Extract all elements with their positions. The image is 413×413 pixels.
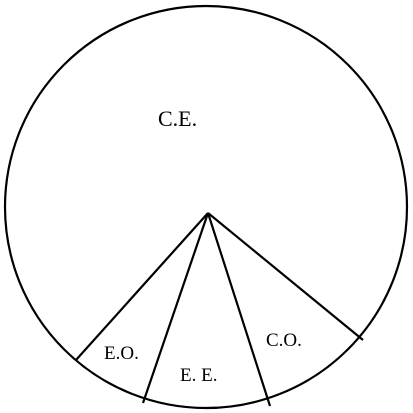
radius-line-eo-ee [141,212,210,404]
sector-label-co: C.O. [266,330,302,351]
radius-line-eo [75,212,209,361]
sector-label-eo: E.O. [104,343,139,364]
sector-label-ce: C.E. [158,106,198,131]
sector-label-ee: E. E. [180,365,218,386]
radius-line-co [207,212,364,341]
radius-line-ee-co [206,212,272,407]
outer-circle [3,4,409,410]
